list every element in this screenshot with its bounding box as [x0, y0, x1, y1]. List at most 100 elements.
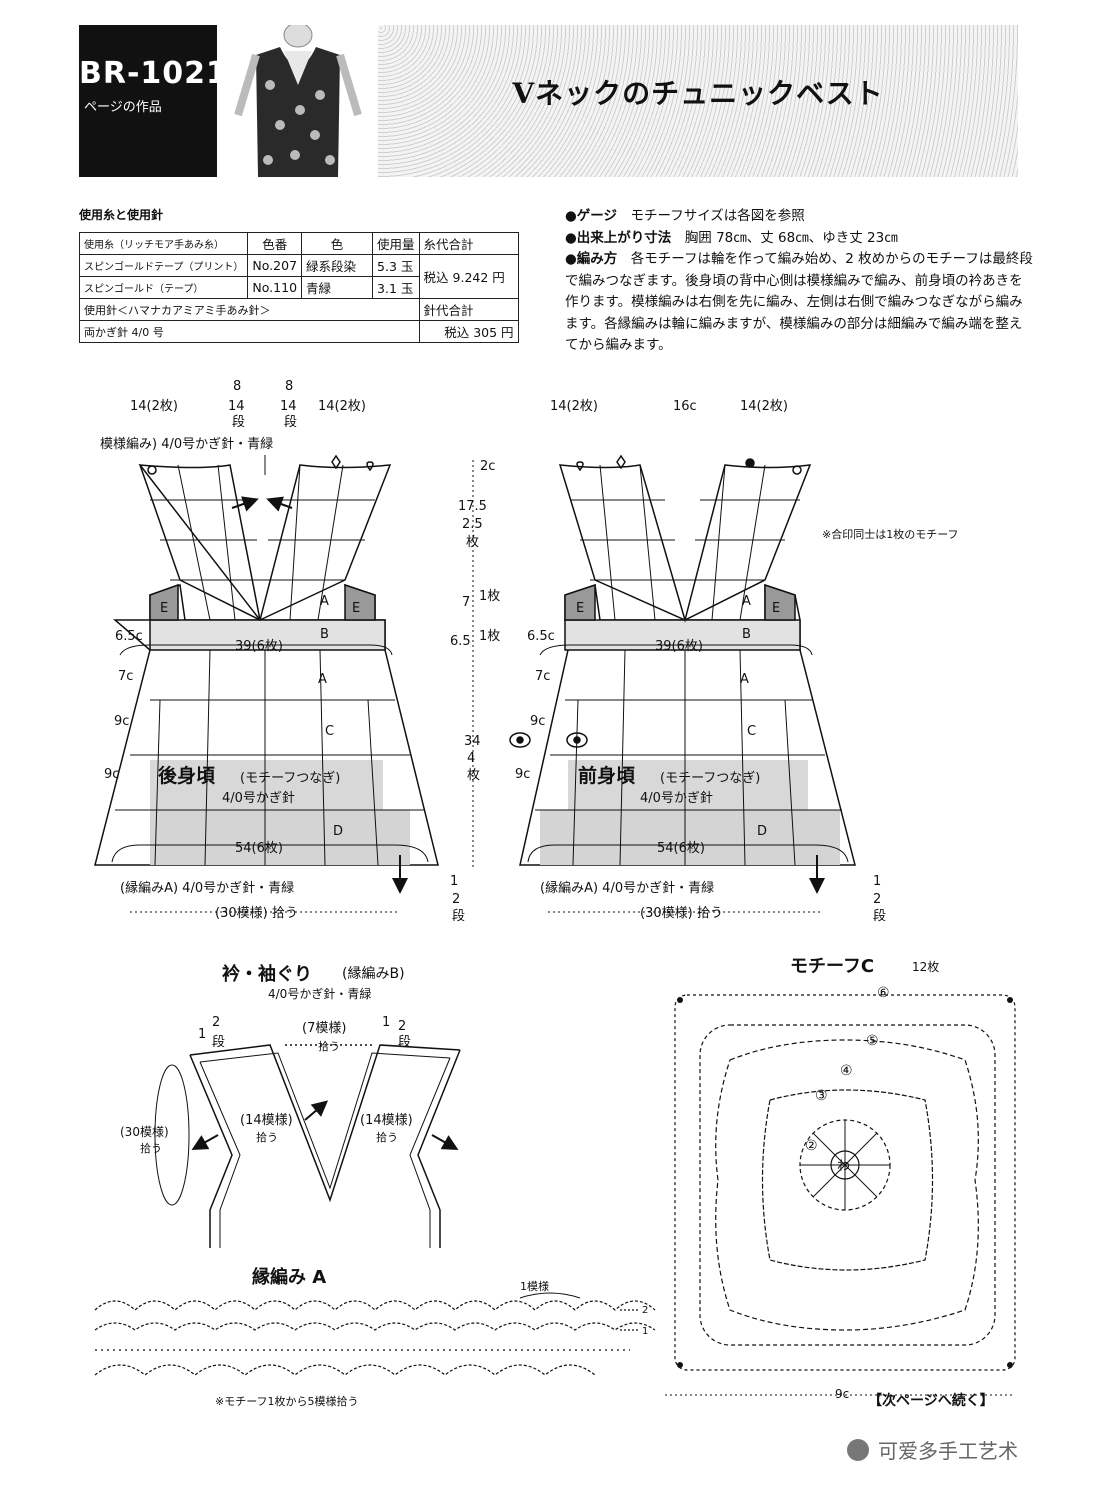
method-value: 各モチーフは輪を作って編み始め、2 枚めからのモチーフは最終段で編みつなぎます。… — [565, 251, 1033, 353]
motif-letter: A — [320, 594, 329, 609]
edging-row: 2 — [642, 1305, 648, 1316]
pattern-title: Vネックのチュニックベスト — [512, 77, 884, 110]
edging-note: ※モチーフ1枚から5模様拾う — [215, 1394, 359, 1408]
specs-block: ●ゲージ モチーフサイズは各図を参照 ●出来上がり寸法 胸囲 78㎝、丈 68㎝… — [565, 206, 1035, 357]
motif-letter: C — [325, 724, 334, 739]
collar-label: 拾う — [318, 1039, 340, 1053]
collar-label: 拾う — [140, 1141, 162, 1155]
back-top-dim: 14(2枚) — [318, 399, 366, 414]
collar-label: (30模様) — [120, 1125, 169, 1139]
collar-title-sub: (縁編みB) — [342, 966, 405, 982]
continued-note: 【次ページへ続く】 — [868, 1392, 994, 1409]
round-label: ④ — [840, 1063, 853, 1079]
front-note: ※合印同士は1枚のモチーフ — [822, 527, 959, 541]
back-edge-note: (縁編みA) 4/0号かぎ針・青緑 — [120, 880, 294, 896]
motif-letter: E — [352, 601, 360, 616]
front-edge-note: (縁編みA) 4/0号かぎ針・青緑 — [540, 880, 714, 896]
back-top-dim: 8 — [233, 379, 241, 394]
edging-a-labels: 縁編み A 1模様 2 1 ※モチーフ1枚から5模様拾う — [215, 1266, 648, 1408]
back-width-mid: 39(6枚) — [235, 639, 283, 654]
motif-letter: D — [333, 824, 343, 839]
yarn-color: 青緑 — [301, 276, 374, 299]
edging-a-chart — [94, 1292, 656, 1376]
size-line: ●出来上がり寸法 胸囲 78㎝、丈 68㎝、ゆき丈 23㎝ — [565, 228, 1035, 250]
collar-label: 2 — [212, 1015, 220, 1030]
needle-label: 使用針＜ハマナカアミアミ手あみ針＞ — [79, 298, 420, 321]
back-body-sub: (モチーフつなぎ) — [240, 771, 340, 786]
title-band — [378, 25, 1018, 177]
front-top-dim: 14(2枚) — [550, 399, 598, 414]
motif-c-title: モチーフC — [790, 956, 874, 977]
back-top-dim: 段 — [232, 415, 245, 430]
motif-letter: C — [747, 724, 756, 739]
dim: 1 — [873, 874, 881, 889]
table-row: スピンゴールド（テープ） No.110 青緑 3.1 玉 — [78, 276, 519, 299]
dim: 1 — [450, 874, 458, 889]
round-label: ⑤ — [866, 1033, 879, 1049]
size-label: ●出来上がり寸法 — [565, 229, 672, 246]
table-row: 両かぎ針 4/0 号 税込 305 円 — [79, 320, 519, 343]
method-line: ●編み方 各モチーフは輪を作って編み始め、2 枚めからのモチーフは最終段で編みつ… — [565, 249, 1035, 357]
dim: 2 — [452, 892, 460, 907]
gauge-value: モチーフサイズは各図を参照 — [630, 208, 805, 224]
model-photo — [220, 25, 375, 177]
collar-labels: 1 2 段 (7模様) 拾う 1 2 段 (14模様) 拾う (14模様) 拾う… — [120, 1015, 413, 1155]
motif-letter: B — [320, 627, 329, 642]
table-row: 使用針＜ハマナカアミアミ手あみ針＞ 針代合計 — [79, 298, 519, 321]
gauge-label: ●ゲージ — [565, 208, 618, 224]
back-body-name: 後身頃 — [158, 764, 216, 787]
motif-letter: A — [740, 672, 749, 687]
motif-letter: E — [160, 601, 168, 616]
header-total: 糸代合計 — [418, 232, 519, 255]
round-label: ② — [805, 1138, 818, 1154]
front-top-dim: 14(2枚) — [740, 399, 788, 414]
needle: 両かぎ針 4/0 号 — [79, 320, 420, 343]
watermark: 可爱多手工艺术 — [878, 1439, 1018, 1463]
back-hook: 4/0号かぎ針 — [222, 791, 295, 806]
collar-label: 拾う — [376, 1130, 398, 1144]
yarn-total: 税込 9.242 円 — [418, 254, 519, 299]
collar-title: 衿・袖ぐり — [222, 963, 312, 985]
back-top-dim: 14 — [280, 399, 297, 414]
back-pattern-note: 模様編み) 4/0号かぎ針・青緑 — [100, 436, 273, 452]
dim: 2 — [873, 892, 881, 907]
front-side-dim: 7c — [535, 669, 550, 684]
back-width-bottom: 54(6枚) — [235, 841, 283, 856]
dim: 17.5 — [458, 499, 487, 514]
collar-hook: 4/0号かぎ針・青緑 — [268, 986, 371, 1001]
dim: 1枚 — [479, 629, 500, 644]
page-reference: ページの作品 — [84, 100, 162, 115]
front-body-name: 前身頃 — [578, 764, 636, 787]
motif-c-count: 12枚 — [912, 959, 939, 974]
front-side-dim: 9c — [530, 714, 545, 729]
motif-letter: E — [772, 601, 780, 616]
collar-label: 2 — [398, 1019, 406, 1034]
dim: 6.5 — [450, 634, 471, 649]
header-code-block — [79, 25, 217, 177]
back-side-dim: 9c — [104, 767, 119, 782]
wechat-icon — [847, 1439, 869, 1461]
dim: 34 — [464, 734, 481, 749]
collar-label: 段 — [398, 1035, 411, 1050]
motif-letter: B — [742, 627, 751, 642]
back-top-dim: 14 — [228, 399, 245, 414]
dim: 2.5 — [462, 517, 483, 532]
edging-a-title: 縁編み A — [252, 1266, 326, 1288]
back-side-dim: 9c — [114, 714, 129, 729]
yarn-number: No.110 — [247, 276, 303, 299]
round-label: ③ — [815, 1088, 828, 1104]
dim: 枚 — [467, 768, 480, 783]
front-side-dim: 6.5c — [527, 629, 555, 644]
collar-label: (14模様) — [240, 1113, 293, 1128]
back-side-dim: 6.5c — [115, 629, 143, 644]
motif-letter: A — [318, 672, 327, 687]
front-pickup: (30模様) 拾う — [640, 906, 723, 921]
yarn-color: 緑系段染 — [301, 254, 374, 277]
ring-label: わ — [837, 1159, 850, 1174]
motif-c-chart — [674, 994, 1016, 1371]
motif-letter: D — [757, 824, 767, 839]
back-body-diagram — [94, 454, 439, 894]
front-labels: 14(2枚) 16c 14(2枚) ※合印同士は1枚のモチーフ A B A C … — [515, 399, 959, 924]
back-top-dim: 段 — [284, 415, 297, 430]
front-top-dim: 16c — [673, 399, 697, 414]
